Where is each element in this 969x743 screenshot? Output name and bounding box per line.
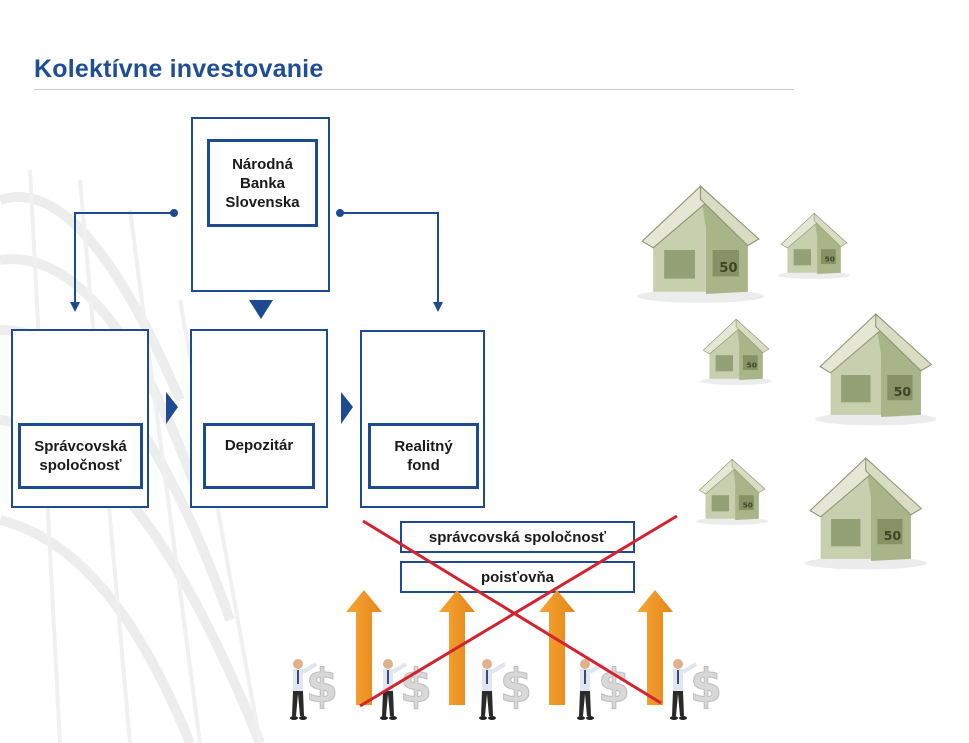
slide-title: Kolektívne investovanie <box>34 55 324 83</box>
nbs-down-triangle <box>249 300 273 319</box>
crossed-manager-bar: správcovská spoločnosť <box>400 521 635 553</box>
manager-label-box: Správcovská spoločnosť <box>18 423 143 489</box>
fund-label-box: Realitný fond <box>368 423 479 489</box>
right-down-arrowhead <box>433 302 443 312</box>
right-triangle-1 <box>166 392 178 424</box>
money-house-icon-5 <box>695 458 769 526</box>
money-house-icon-4 <box>814 313 938 426</box>
right-connector-dot <box>336 209 344 217</box>
money-house-icon-1 <box>636 185 765 304</box>
money-houses: 50 <box>636 185 938 570</box>
nbs-label-box: Národná Banka Slovenska <box>207 139 318 227</box>
left-connector-dot <box>170 209 178 217</box>
title-underline <box>34 89 794 90</box>
left-down-arrowhead <box>70 302 80 312</box>
money-house-icon-2 <box>777 212 851 280</box>
depository-label-box: Depozitár <box>203 423 315 489</box>
money-house-icon-6 <box>804 457 928 570</box>
money-house-icon-3 <box>699 318 773 386</box>
right-triangle-2 <box>341 392 353 424</box>
